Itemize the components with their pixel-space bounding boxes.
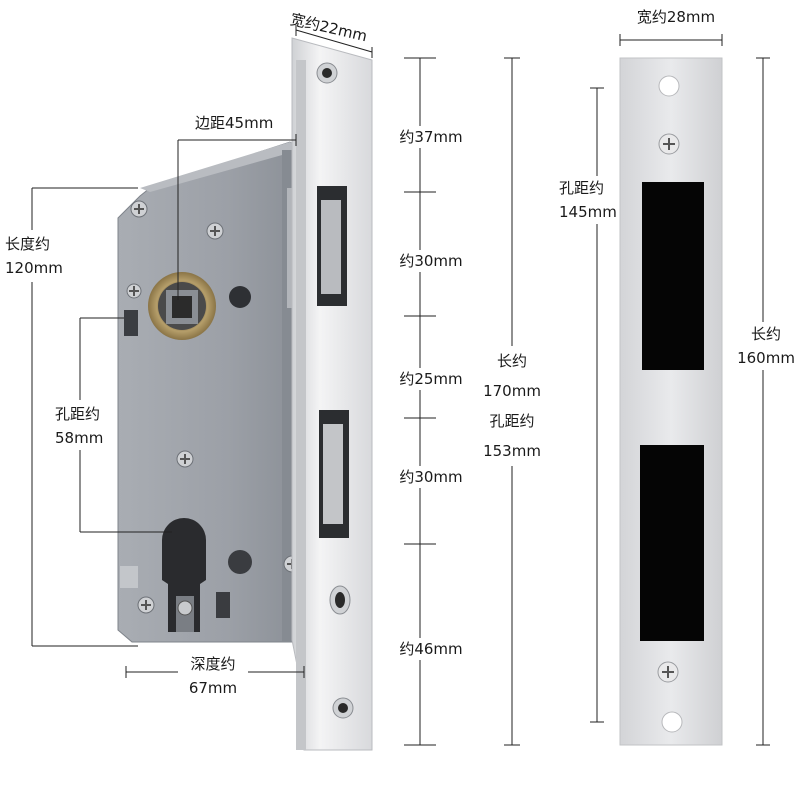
strike-screw-hole (661, 711, 683, 733)
strike-width-label: 宽约28mm (635, 6, 717, 28)
strike-length-label: 长约 160mm (736, 322, 796, 370)
body-length-label-line2: 120mm (5, 259, 63, 277)
body-length-label: 长度约 120mm (4, 232, 64, 280)
faceplate-total-line3: 孔距约 (489, 412, 535, 430)
cylinder-cutout (162, 518, 206, 632)
faceplate-segment-3-label: 约25mm (398, 368, 464, 390)
faceplate-total-label: 长约 170mm 孔距约 153mm (482, 346, 542, 466)
faceplate-screw-hole (332, 697, 354, 719)
spindle-hub (148, 272, 216, 340)
body-slot (216, 592, 230, 618)
screw-icon (126, 283, 142, 299)
dim-faceplate-segments (404, 57, 436, 746)
screw-icon (176, 450, 194, 468)
screw-icon (206, 222, 224, 240)
latch-bolt-slot (317, 186, 347, 306)
faceplate-screw-hole (316, 62, 338, 84)
screw-icon (137, 596, 155, 614)
backset-label: 边距45mm (194, 112, 275, 134)
dim-faceplate-width (295, 25, 373, 58)
hole-spacing-label-line2: 58mm (55, 429, 104, 447)
dim-strike-length (756, 57, 770, 746)
hole-spacing-label-line1: 孔距约 (55, 405, 101, 423)
hole-spacing-label: 孔距约 58mm (54, 402, 105, 450)
depth-label-line2: 67mm (188, 679, 238, 697)
faceplate-edge (296, 60, 306, 750)
strike-plate (619, 57, 723, 746)
screw-icon (658, 133, 680, 155)
faceplate-segment-2-label: 约30mm (398, 250, 464, 272)
body-length-label-line1: 长度约 (5, 235, 51, 253)
strike-length-line1: 长约 (750, 325, 782, 343)
dim-depth (125, 666, 305, 678)
faceplate-segment-4-label: 约30mm (398, 466, 464, 488)
faceplate-total-line4: 153mm (483, 442, 541, 460)
deadbolt-slot (319, 410, 349, 538)
cylinder-cam-pin (177, 600, 193, 616)
faceplate (291, 37, 373, 751)
latch-slot (124, 310, 138, 336)
lock-body-top-bevel (140, 142, 300, 192)
screw-icon (657, 661, 679, 683)
depth-label-line1: 深度约 (190, 655, 236, 673)
dim-body-length (31, 187, 138, 647)
strike-length-line2: 160mm (737, 349, 795, 367)
strike-hole-spacing-line2: 145mm (559, 203, 617, 221)
strike-screw-hole (658, 75, 680, 97)
faceplate-segment-5-label: 约46mm (398, 638, 464, 660)
strike-plate-body (619, 57, 723, 746)
screw-icon (130, 200, 148, 218)
strike-bolt-cutout (640, 445, 704, 641)
dim-hole-spacing (79, 317, 172, 533)
dim-backset (177, 134, 297, 300)
lock-body-case (117, 141, 301, 643)
strike-latch-cutout (642, 182, 704, 370)
faceplate-total-line2: 170mm (483, 382, 541, 400)
dimension-lines (31, 25, 770, 746)
body-hole (229, 286, 251, 308)
depth-label: 深度约 67mm (187, 652, 239, 700)
strike-hole-spacing-line1: 孔距约 (559, 179, 605, 197)
body-hole (228, 550, 252, 574)
strike-hole-spacing-label: 孔距约 145mm (558, 176, 618, 224)
faceplate-total-line1: 长约 (496, 352, 528, 370)
faceplate-screw-hole (329, 585, 351, 615)
lock-body (117, 141, 301, 643)
body-notch (120, 566, 138, 588)
faceplate-segment-1-label: 约37mm (398, 126, 464, 148)
dim-strike-width (619, 34, 723, 46)
